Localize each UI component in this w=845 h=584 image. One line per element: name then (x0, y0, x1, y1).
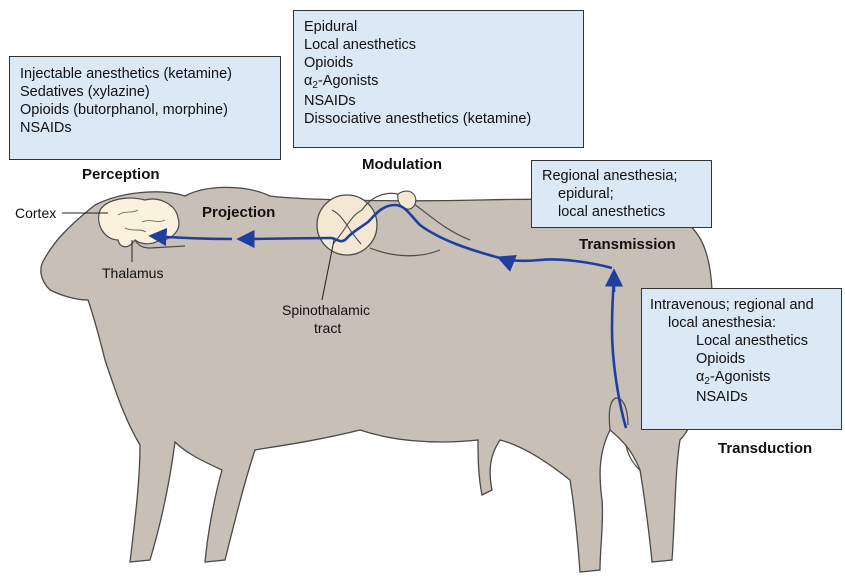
transduction-drugs-box: Intravenous; regional and local anesthes… (641, 288, 842, 430)
subscript-2: 2 (704, 376, 710, 387)
drug-line: Opioids (650, 350, 833, 368)
stage-transmission: Transmission (579, 236, 676, 253)
label-spinothalamic: Spinothalamic (282, 302, 370, 318)
drug-line: Local anesthetics (304, 36, 573, 54)
drug-line: Regional anesthesia; (542, 167, 701, 185)
stage-projection: Projection (202, 204, 275, 221)
modulation-drugs-box: Epidural Local anesthetics Opioids α2-Ag… (293, 10, 584, 148)
stage-perception: Perception (82, 166, 160, 183)
label-thalamus: Thalamus (102, 265, 163, 281)
stage-modulation: Modulation (362, 156, 442, 173)
drug-line: NSAIDs (650, 388, 833, 406)
drug-line: Sedatives (xylazine) (20, 83, 270, 101)
agonists-text: -Agonists (710, 369, 770, 385)
drug-line: Intravenous; regional and (650, 296, 833, 314)
label-cortex: Cortex (15, 205, 56, 221)
drug-line: local anesthesia: (650, 314, 833, 332)
drug-line: Injectable anesthetics (ketamine) (20, 65, 270, 83)
drug-line-alpha2: α2-Agonists (650, 368, 833, 388)
subscript-2: 2 (312, 80, 318, 91)
drug-line: NSAIDs (304, 92, 573, 110)
drug-line: Epidural (304, 18, 573, 36)
drug-line: Local anesthetics (650, 332, 833, 350)
drug-line: epidural; (542, 185, 701, 203)
drug-line: local anesthetics (542, 203, 701, 221)
drug-line-alpha2: α2-Agonists (304, 72, 573, 92)
pain-pathway-ascending (240, 238, 332, 239)
stage-transduction: Transduction (718, 440, 812, 457)
agonists-text: -Agonists (318, 73, 378, 89)
drug-line: Opioids (butorphanol, morphine) (20, 101, 270, 119)
perception-drugs-box: Injectable anesthetics (ketamine) Sedati… (9, 56, 281, 160)
label-tract: tract (314, 320, 341, 336)
transmission-drugs-box: Regional anesthesia; epidural; local ane… (531, 160, 712, 228)
drug-line: Opioids (304, 54, 573, 72)
drug-line: NSAIDs (20, 119, 270, 137)
drug-line: Dissociative anesthetics (ketamine) (304, 110, 573, 128)
